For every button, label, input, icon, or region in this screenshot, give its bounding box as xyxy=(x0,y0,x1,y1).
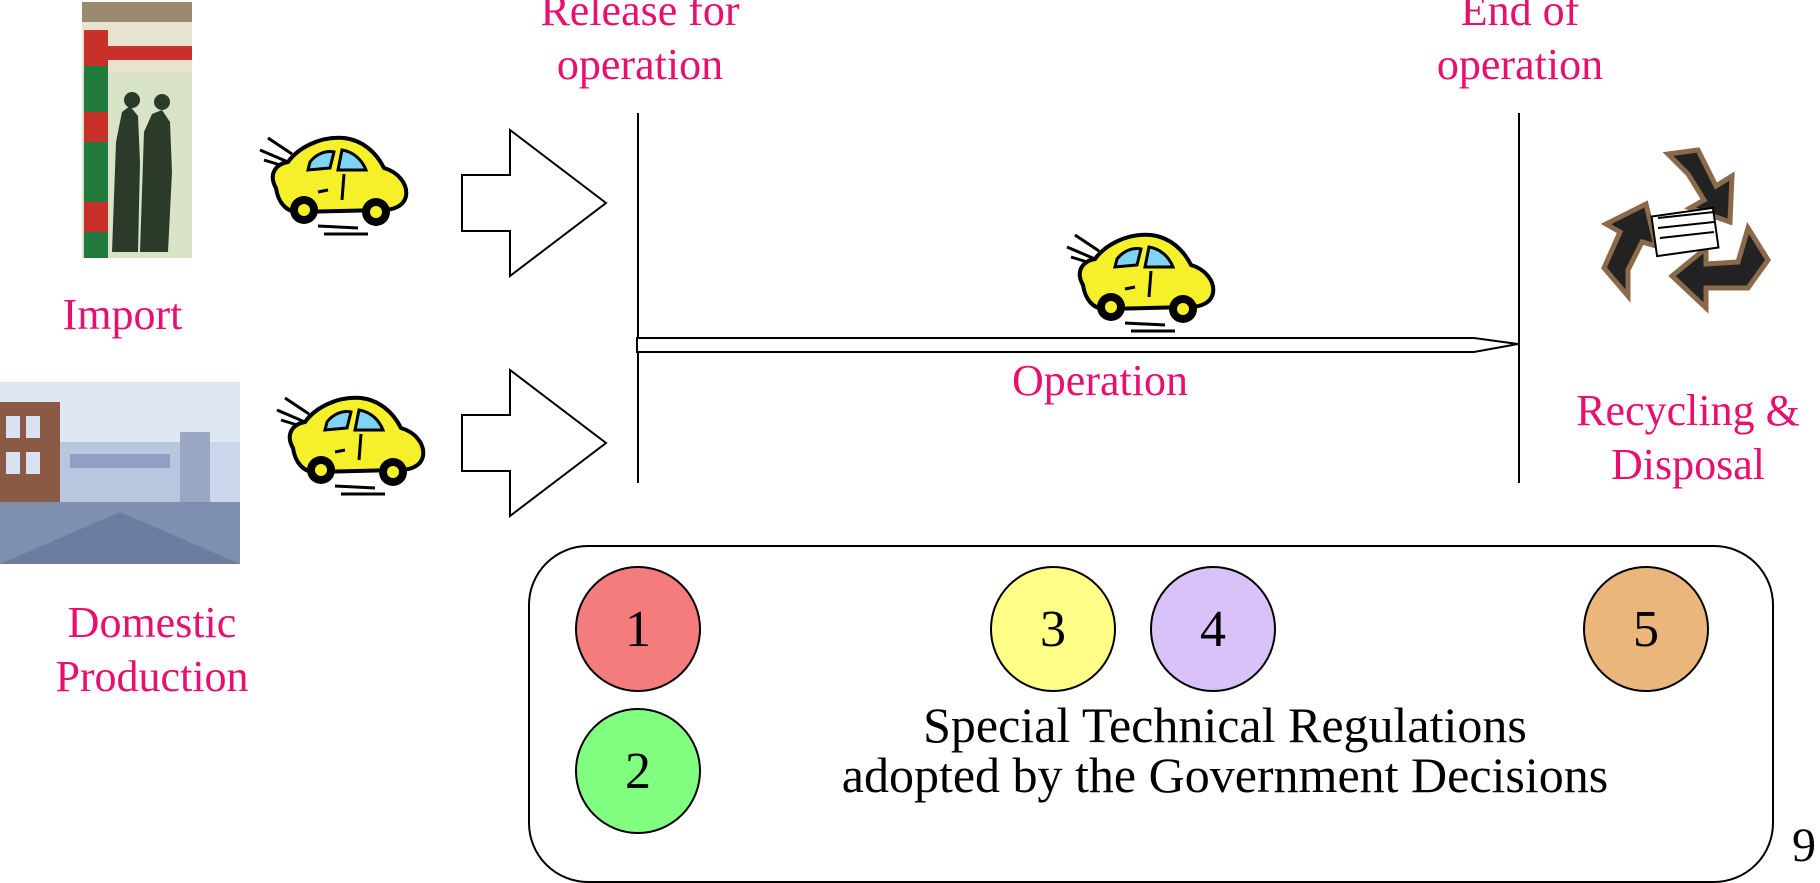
page-number: 9 xyxy=(1792,819,1816,872)
end-marker-line xyxy=(1518,113,1520,483)
regulation-circle-4: 4 xyxy=(1150,566,1276,692)
factory-image xyxy=(0,382,240,564)
operation-label: Operation xyxy=(1012,356,1188,405)
regulation-circle-3: 3 xyxy=(990,566,1116,692)
release-for-operation-label: Release for operation xyxy=(540,0,740,89)
regulation-circle-2: 2 xyxy=(575,708,701,834)
import-arrow-icon xyxy=(461,128,608,278)
domestic-production-label: Domestic Production xyxy=(55,598,249,701)
regulation-circle-1: 1 xyxy=(575,566,701,692)
import-label: Import xyxy=(62,290,183,339)
end-of-operation-label: End of operation xyxy=(1436,0,1604,89)
regulation-circle-5: 5 xyxy=(1583,566,1709,692)
car-operation-icon xyxy=(1065,232,1216,333)
recycling-disposal-label: Recycling & Disposal xyxy=(1576,386,1800,489)
domestic-arrow-icon xyxy=(461,368,608,518)
operation-timeline-arrow xyxy=(636,337,1519,353)
car-import-icon xyxy=(258,135,409,236)
car-domestic-icon xyxy=(275,395,426,496)
recycling-icon xyxy=(1600,147,1772,314)
special-regulations-text: Special Technical Regulations adopted by… xyxy=(841,697,1609,803)
release-marker-line xyxy=(637,113,639,483)
border-post-image xyxy=(82,2,192,258)
